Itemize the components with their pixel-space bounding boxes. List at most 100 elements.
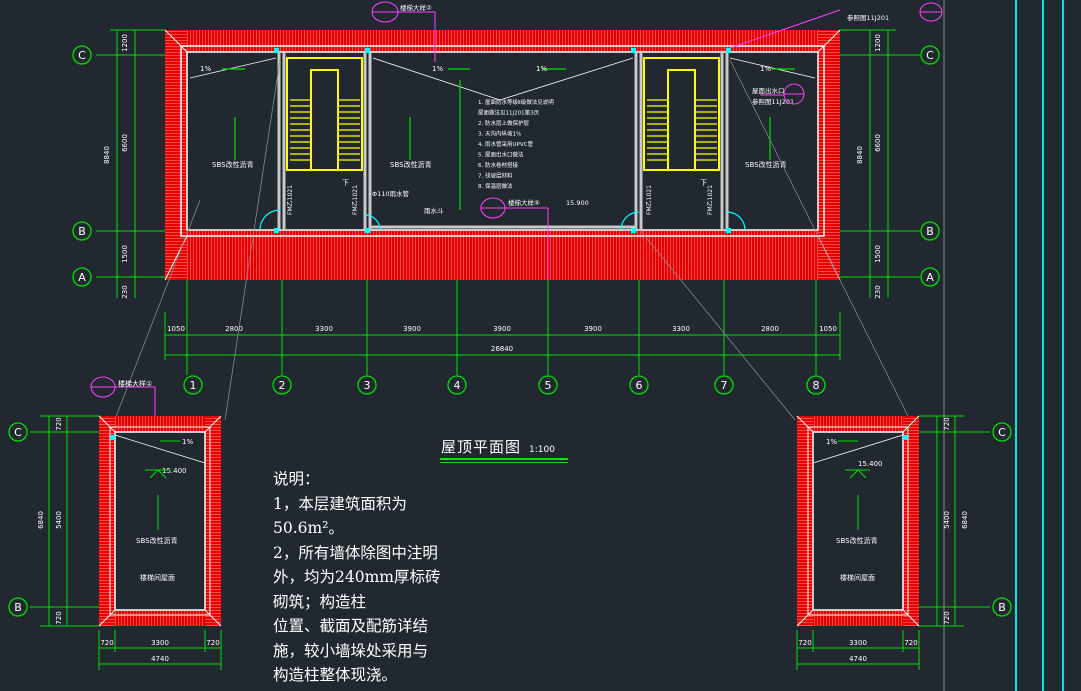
door-code-left: FM乙1021: [287, 185, 294, 215]
axis-bubble-row: B: [72, 221, 92, 241]
downpipe-label: Φ110雨水管: [372, 189, 410, 198]
detail-room: SBS改性沥青: [136, 536, 178, 545]
axis-bubble-col: 8: [806, 375, 826, 395]
axis-bubble-row-detail: C: [8, 422, 28, 442]
stair-left: [286, 57, 363, 171]
svg-text:2800: 2800: [761, 325, 779, 333]
stair-right: [643, 57, 720, 171]
title-underline-thin: [440, 462, 568, 463]
center-note-line: 6. 防水卷材搭接: [478, 161, 518, 169]
axis-bubble-row-label: B: [926, 225, 934, 238]
svg-text:720: 720: [943, 611, 951, 624]
title-underline: [440, 458, 568, 460]
detail-plan-left: [98, 415, 222, 627]
svg-text:1200: 1200: [121, 34, 129, 52]
axis-bubble-row-label: A: [78, 271, 86, 284]
svg-text:1500: 1500: [874, 245, 882, 263]
axis-bubble-row-detail-label: C: [998, 426, 1006, 439]
svg-text:3300: 3300: [315, 325, 333, 333]
svg-text:720: 720: [904, 639, 917, 647]
svg-text:720: 720: [55, 611, 63, 624]
axis-bubble-col-label: 5: [545, 379, 552, 392]
detail-elev-right: 15.400: [858, 460, 883, 468]
detail-room-right: SBS改性沥青: [836, 536, 878, 545]
svg-text:6840: 6840: [961, 511, 969, 529]
axis-bubble-row-detail-label: B: [14, 601, 22, 614]
axis-bubble-row-label: A: [926, 271, 934, 284]
detail-plan-right: [796, 415, 920, 627]
svg-text:3900: 3900: [403, 325, 421, 333]
detail-caption-right: 楼梯间屋面: [840, 573, 875, 582]
axis-bubble-col-label: 1: [190, 379, 197, 392]
mid-note: 雨水斗: [424, 206, 444, 215]
note-line: 施，较小墙垛处采用与: [273, 641, 429, 660]
svg-text:720: 720: [798, 639, 811, 647]
axis-bubble-row-detail: C: [992, 422, 1012, 442]
door-code-right2: FM乙1021: [707, 185, 714, 215]
svg-text:2800: 2800: [225, 325, 243, 333]
svg-text:1200: 1200: [874, 34, 882, 52]
center-note-line: 3. 天沟内纵坡1%: [478, 130, 521, 138]
axis-bubble-row-label: B: [78, 225, 86, 238]
svg-text:230: 230: [121, 285, 129, 298]
ref-top: 楼梯大样②: [400, 3, 432, 12]
slope-label: 1%: [536, 65, 547, 73]
stair-down-left: 下: [342, 179, 349, 187]
ref-top-right: 参照图11J201: [847, 13, 889, 22]
axis-bubble-col-label: 2: [279, 379, 286, 392]
axis-bubble-col-label: 8: [813, 379, 820, 392]
svg-text:1050: 1050: [167, 325, 185, 333]
slope-label: 1%: [760, 65, 771, 73]
axis-bubble-col: 3: [357, 375, 377, 395]
dimension-lines: [96, 29, 920, 375]
axis-bubble-row-detail-label: C: [14, 426, 22, 439]
main-roof-plan: [164, 29, 841, 281]
axis-bubble-row: A: [920, 267, 940, 287]
detail-caption: 楼梯间屋面: [140, 573, 175, 582]
svg-text:4740: 4740: [849, 655, 867, 663]
room-label-right: SBS改性沥青: [745, 160, 787, 169]
elevation-main: 15.900: [566, 199, 589, 207]
ref-right: 屋面出水口: [752, 86, 785, 95]
door-code-mid: FM乙1021: [352, 185, 359, 215]
door-code-right: FM乙1021: [646, 185, 653, 215]
svg-text:720: 720: [100, 639, 113, 647]
drawing-title: 屋顶平面图 1:100: [441, 436, 555, 457]
stair-down-right: 下: [700, 179, 707, 187]
axis-bubble-col-label: 3: [364, 379, 371, 392]
svg-text:3300: 3300: [672, 325, 690, 333]
axis-bubble-row: C: [72, 45, 92, 65]
axis-bubble-row-detail: B: [8, 597, 28, 617]
svg-text:6600: 6600: [121, 134, 129, 152]
svg-text:720: 720: [943, 417, 951, 430]
center-note-line: 1. 屋面防水等级Ⅱ级做法见说明: [478, 98, 554, 106]
axis-bubble-row: A: [72, 267, 92, 287]
axis-bubble-col: 1: [183, 375, 203, 395]
note-line: 外，均为240mm厚标砖: [273, 568, 441, 586]
ref-mid: 楼梯大样④: [508, 198, 540, 207]
center-note-line: 屋面做法见11J201第3页: [478, 109, 540, 117]
slope-label: 1%: [432, 65, 443, 73]
note-line: 砌筑；构造柱: [273, 592, 367, 611]
svg-text:5400: 5400: [55, 511, 63, 529]
detail-elev: 15.400: [162, 467, 187, 475]
note-line: 50.6m²。: [273, 519, 344, 537]
svg-text:3900: 3900: [584, 325, 602, 333]
detail-slope: 1%: [182, 438, 193, 446]
axis-bubble-row-label: C: [926, 49, 934, 62]
svg-text:26840: 26840: [491, 345, 513, 353]
svg-text:6840: 6840: [37, 511, 45, 529]
axis-bubble-col: 2: [272, 375, 292, 395]
svg-text:5400: 5400: [943, 511, 951, 529]
room-label-center: SBS改性沥青: [390, 160, 432, 169]
drawing-scale: 1:100: [529, 445, 555, 455]
viewport-border: [943, 0, 1064, 691]
axis-bubble-col-label: 7: [721, 379, 728, 392]
svg-text:1500: 1500: [121, 245, 129, 263]
drawing-title-text: 屋顶平面图: [441, 438, 522, 456]
axis-bubble-row: C: [920, 45, 940, 65]
axis-bubble-col-label: 6: [636, 379, 643, 392]
axis-bubble-row: B: [920, 221, 940, 241]
center-note-line: 4. 雨水管采用UPVC管: [478, 140, 533, 148]
